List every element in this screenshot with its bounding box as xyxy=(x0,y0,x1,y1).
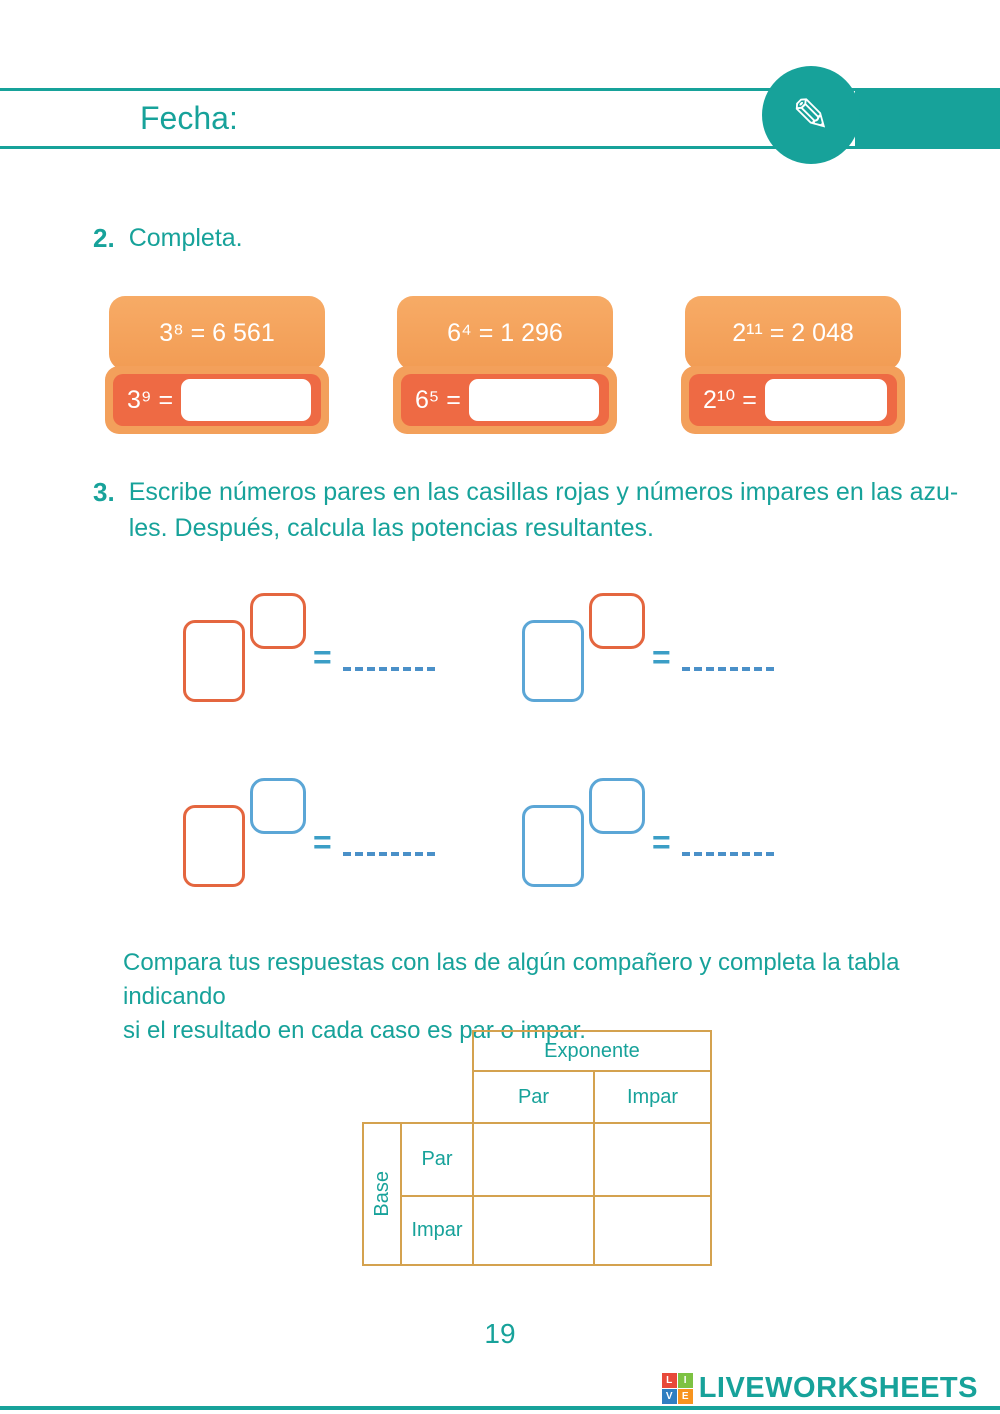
equals-sign: = xyxy=(313,639,332,675)
equals-sign: = xyxy=(313,824,332,860)
logo-grid-icon: L I V E xyxy=(661,1373,693,1404)
base-input[interactable] xyxy=(183,805,245,887)
parity-table: Exponente Par Impar Base Par Impar xyxy=(362,1030,714,1268)
exercise3-instruction: Escribe números pares en las casillas ro… xyxy=(129,474,959,546)
power-card-1: 3⁸ = 6 561 3⁹ = xyxy=(105,296,329,434)
answer-line[interactable] xyxy=(343,852,435,856)
power-card-2: 6⁴ = 1 296 6⁵ = xyxy=(393,296,617,434)
base-input[interactable] xyxy=(522,620,584,702)
table-row-impar: Impar xyxy=(400,1195,474,1266)
table-col-impar: Impar xyxy=(593,1070,712,1124)
answer-input[interactable] xyxy=(764,379,887,421)
page-number: 19 xyxy=(484,1318,516,1349)
exponent-input[interactable] xyxy=(250,778,306,834)
power-pair-4: = xyxy=(522,778,822,890)
table-base-header-label: Base xyxy=(370,1171,393,1217)
table-base-header: Base xyxy=(362,1122,402,1266)
prompt-power: 3⁹ = xyxy=(127,385,174,414)
power-card-3: 2¹¹ = 2 048 2¹⁰ = xyxy=(681,296,905,434)
logo-letter-v: V xyxy=(661,1389,677,1404)
exercise3-number: 3. xyxy=(93,477,115,507)
table-cell-par-impar[interactable] xyxy=(593,1122,712,1197)
base-input[interactable] xyxy=(183,620,245,702)
card-answer-inner: 3⁹ = xyxy=(113,374,321,426)
card-answer-row: 6⁵ = xyxy=(393,366,617,434)
power-pair-2: = xyxy=(522,593,822,705)
given-power: 6⁴ = 1 296 xyxy=(397,296,613,370)
given-power-text: 3⁸ = 6 561 xyxy=(159,318,275,347)
equals-sign: = xyxy=(652,824,671,860)
given-power: 3⁸ = 6 561 xyxy=(109,296,325,370)
bottom-rule xyxy=(0,1406,1000,1410)
answer-line[interactable] xyxy=(343,667,435,671)
card-answer-row: 3⁹ = xyxy=(105,366,329,434)
answer-line[interactable] xyxy=(682,852,774,856)
header-bottom-line xyxy=(0,146,1000,149)
exercise3-instruction-line2: les. Después, calcula las potencias resu… xyxy=(128,514,654,542)
power-pair-3: = xyxy=(183,778,483,890)
card-answer-inner: 2¹⁰ = xyxy=(689,374,897,426)
answer-input[interactable] xyxy=(181,379,311,421)
exponent-input[interactable] xyxy=(250,593,306,649)
power-pair-1: = xyxy=(183,593,483,705)
brand-text: LIVEWORKSHEETS xyxy=(698,1372,978,1404)
header-top-line xyxy=(0,88,1000,91)
table-cell-impar-impar[interactable] xyxy=(593,1195,712,1266)
answer-line[interactable] xyxy=(682,667,774,671)
exercise2-number: 2. xyxy=(93,223,115,253)
equals-sign: = xyxy=(652,639,671,675)
logo-letter-e: E xyxy=(677,1389,693,1404)
answer-input[interactable] xyxy=(468,379,599,421)
prompt-power: 2¹⁰ = xyxy=(703,386,757,414)
exponent-input[interactable] xyxy=(589,778,645,834)
table-exponent-header: Exponente xyxy=(472,1030,712,1072)
compare-paragraph: Compara tus respuestas con las de algún … xyxy=(123,946,923,1048)
power-cards-row: 3⁸ = 6 561 3⁹ = 6⁴ = 1 296 6⁵ = 2¹¹ = 2 … xyxy=(105,296,905,434)
liveworksheets-logo: L I V E LIVEWORKSHEETS xyxy=(661,1372,978,1405)
table-cell-impar-par[interactable] xyxy=(472,1195,595,1266)
card-answer-row: 2¹⁰ = xyxy=(681,366,905,434)
given-power-text: 6⁴ = 1 296 xyxy=(447,318,563,347)
pencil-circle: ✎ xyxy=(762,66,860,164)
pencil-icon: ✎ xyxy=(791,89,831,141)
compare-line1: Compara tus respuestas con las de algún … xyxy=(123,949,900,1010)
table-row-par: Par xyxy=(400,1122,474,1197)
card-answer-inner: 6⁵ = xyxy=(401,374,609,426)
exercise2-instruction: Completa. xyxy=(128,224,243,252)
header-teal-bar xyxy=(855,91,1000,146)
base-input[interactable] xyxy=(522,805,584,887)
logo-letter-l: L xyxy=(661,1373,677,1388)
prompt-power: 6⁵ = xyxy=(415,385,461,414)
logo-letter-i: I xyxy=(677,1373,693,1388)
date-label: Fecha: xyxy=(140,100,238,136)
given-power-text: 2¹¹ = 2 048 xyxy=(732,318,854,347)
table-col-par: Par xyxy=(472,1070,595,1124)
exercise3-heading: 3. Escribe números pares en las casillas… xyxy=(93,474,958,546)
exercise3-instruction-line1: Escribe números pares en las casillas ro… xyxy=(128,478,959,506)
exercise2-heading: 2. Completa. xyxy=(93,220,243,256)
table-cell-par-par[interactable] xyxy=(472,1122,595,1197)
given-power: 2¹¹ = 2 048 xyxy=(685,296,901,370)
exponent-input[interactable] xyxy=(589,593,645,649)
